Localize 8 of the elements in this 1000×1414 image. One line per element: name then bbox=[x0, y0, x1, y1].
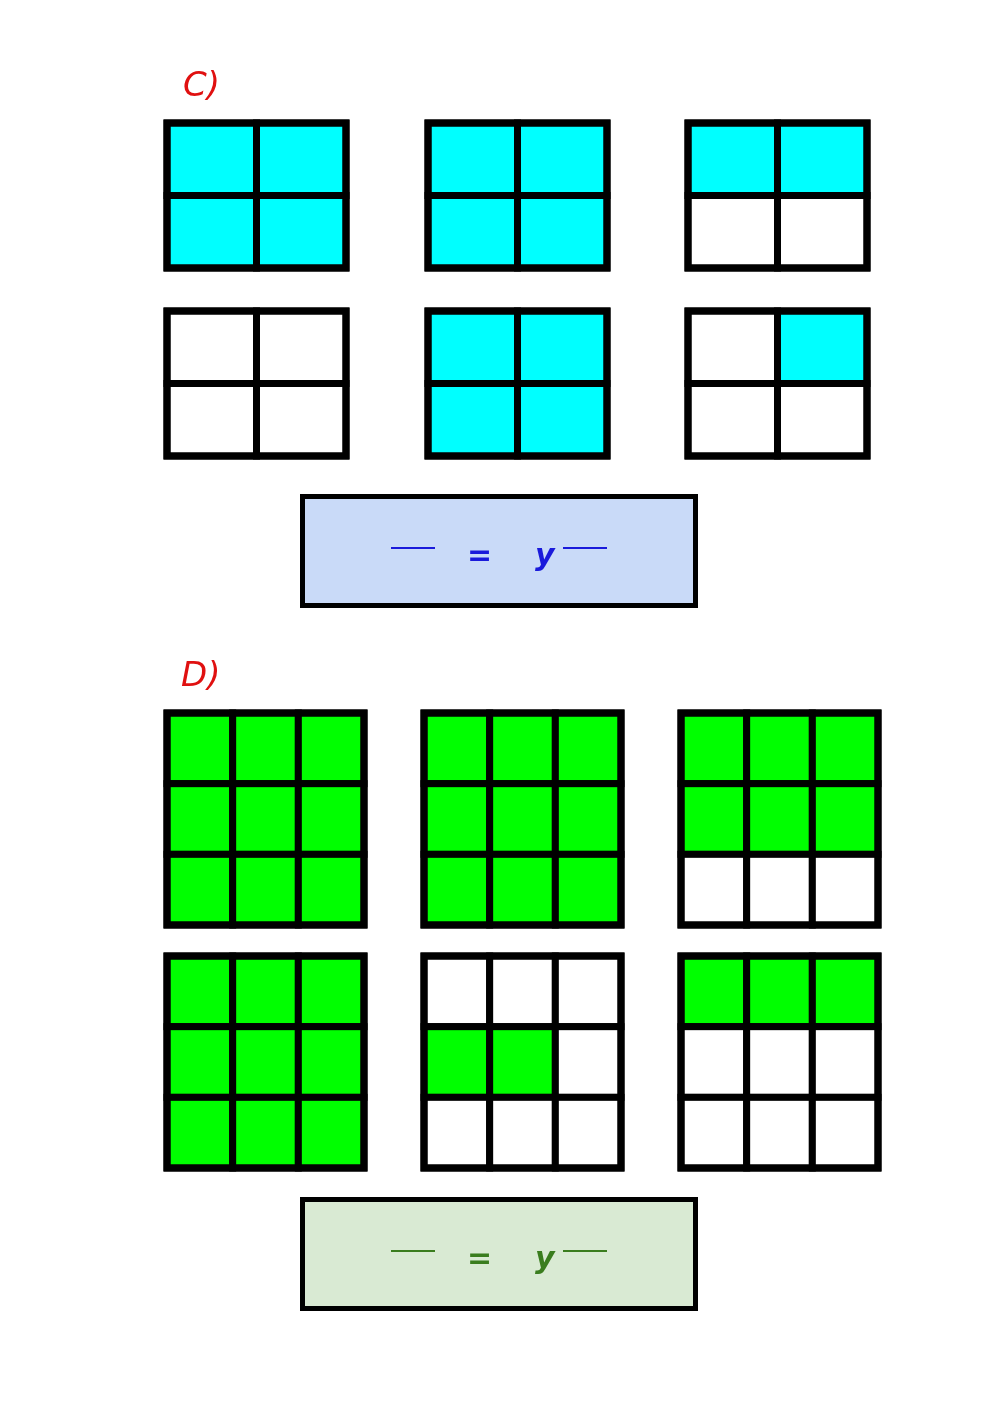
answer-box bbox=[300, 1197, 698, 1311]
equation-text: = bbox=[467, 1240, 493, 1276]
section-label: D) bbox=[181, 654, 221, 694]
answer-box bbox=[300, 494, 698, 608]
equation-text: y bbox=[535, 1240, 555, 1276]
equation-text: = bbox=[467, 537, 493, 573]
section-label: C) bbox=[183, 64, 220, 104]
equation-text: y bbox=[535, 537, 555, 573]
